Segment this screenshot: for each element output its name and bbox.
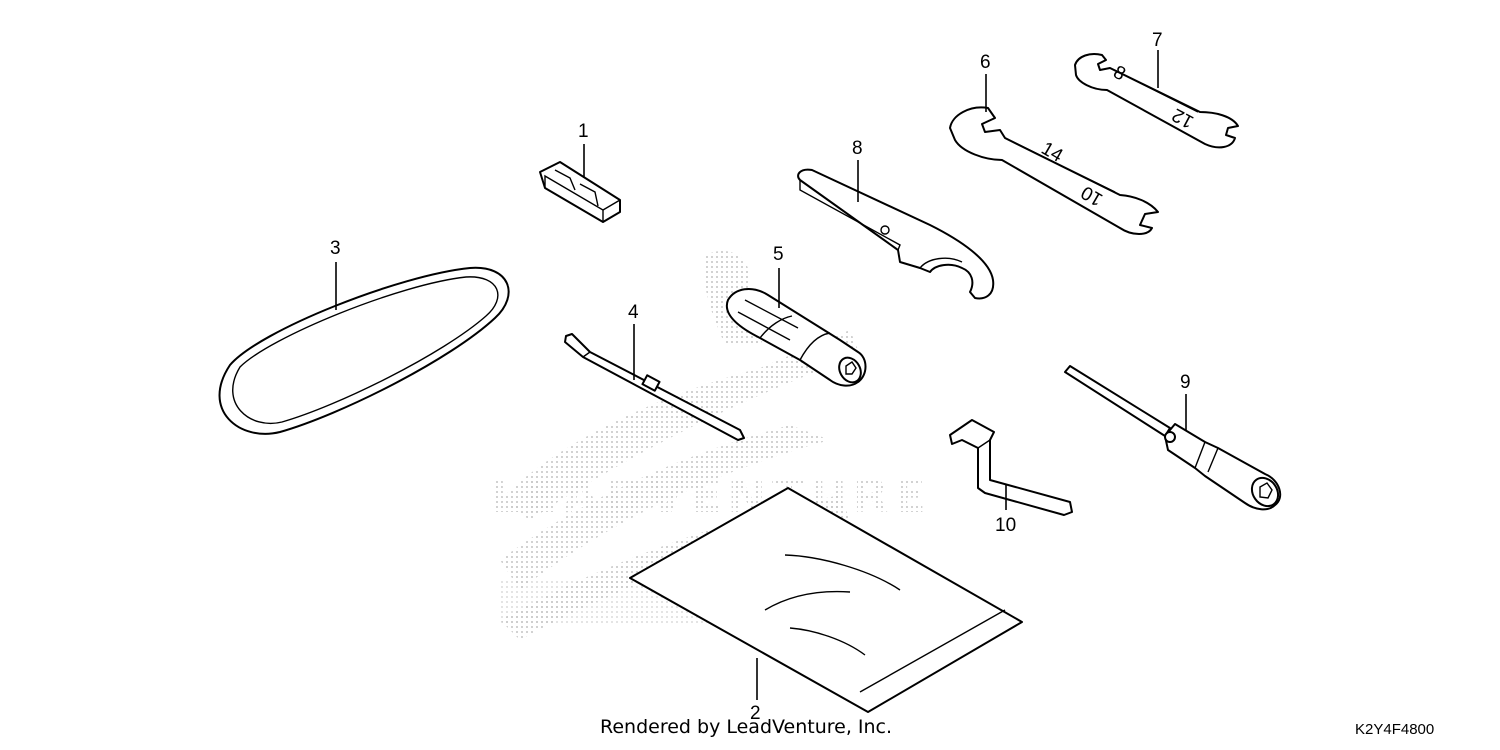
leader-lines (335, 50, 1187, 700)
callout-5: 5 (773, 244, 784, 265)
callout-8: 8 (852, 138, 863, 159)
callout-4: 4 (628, 302, 639, 323)
render-credit: Rendered by LeadVenture, Inc. (600, 716, 893, 738)
callout-1: 1 (578, 121, 589, 142)
part-6-open-wrench[interactable]: 14 10 (949, 106, 1159, 235)
callout-6: 6 (980, 52, 991, 73)
part-10-hex-key[interactable] (949, 419, 1073, 516)
part-4-screwdriver-blade[interactable] (564, 333, 745, 441)
part-5-screwdriver-handle[interactable] (725, 288, 867, 387)
callout-2: 2 (750, 703, 761, 724)
part-3-belt[interactable] (218, 266, 510, 435)
part-8-pin-spanner[interactable] (797, 168, 995, 300)
callout-9: 9 (1180, 372, 1191, 393)
callout-numbers: 1 2 3 4 5 6 7 8 9 10 (330, 30, 1191, 724)
callout-7: 7 (1152, 30, 1163, 51)
part-9-plug-wrench[interactable] (1064, 365, 1283, 511)
watermark-text: LEADVENTURE (490, 469, 932, 523)
part-1-clip[interactable] (539, 161, 621, 223)
callout-10: 10 (995, 515, 1016, 536)
part-2-manual-bag[interactable] (629, 487, 1023, 713)
diagram-code: K2Y4F4800 (1355, 721, 1435, 738)
callout-3: 3 (330, 238, 341, 259)
part-7-open-wrench[interactable]: 8 12 (1074, 53, 1239, 149)
